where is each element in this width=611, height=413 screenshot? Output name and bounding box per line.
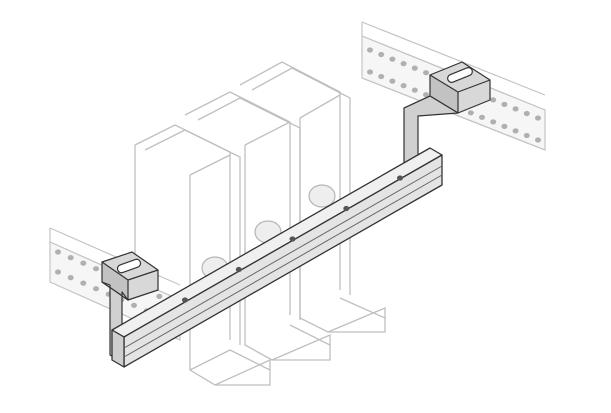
rail-hole — [55, 249, 61, 255]
support-rail-holes — [182, 175, 403, 303]
rail-hole — [93, 286, 99, 292]
rail-hole — [467, 110, 474, 116]
rail-hole — [156, 293, 163, 299]
rail-hole — [479, 114, 485, 120]
rail-hole — [367, 69, 373, 75]
rail-hole — [501, 101, 508, 107]
rail-hole — [378, 51, 385, 58]
rail-hole — [535, 115, 541, 121]
rail-slot — [235, 266, 242, 273]
rail-slot — [289, 236, 296, 242]
rail-hole — [67, 255, 74, 261]
rail-hole — [367, 47, 373, 53]
rail-hole — [490, 97, 497, 103]
rail-hole — [535, 137, 541, 143]
support-rail — [111, 147, 443, 368]
rail-hole — [490, 119, 497, 125]
rail-hole — [400, 61, 407, 67]
rail-hole — [512, 128, 519, 134]
rail-hole — [411, 65, 418, 71]
rail-hole — [93, 266, 99, 272]
rail-hole — [523, 110, 530, 117]
rail-hole — [378, 73, 385, 80]
rail-hole — [501, 123, 508, 129]
rail-hole — [80, 280, 87, 286]
rail-hole — [423, 92, 429, 98]
rail-hole — [411, 87, 418, 93]
rail-hole — [523, 132, 530, 139]
rail-hole — [512, 106, 519, 112]
rail-hole — [423, 70, 429, 76]
rail-hole — [55, 269, 61, 275]
rail-hole — [400, 83, 407, 89]
rail-slot — [182, 297, 188, 303]
rail-hole — [389, 78, 396, 84]
rail-hole — [389, 56, 396, 62]
rail-hole — [80, 260, 87, 266]
rail-hole — [67, 275, 74, 281]
rail-hole — [131, 302, 137, 308]
rail-slot — [343, 205, 350, 212]
rail-slot — [397, 175, 403, 181]
